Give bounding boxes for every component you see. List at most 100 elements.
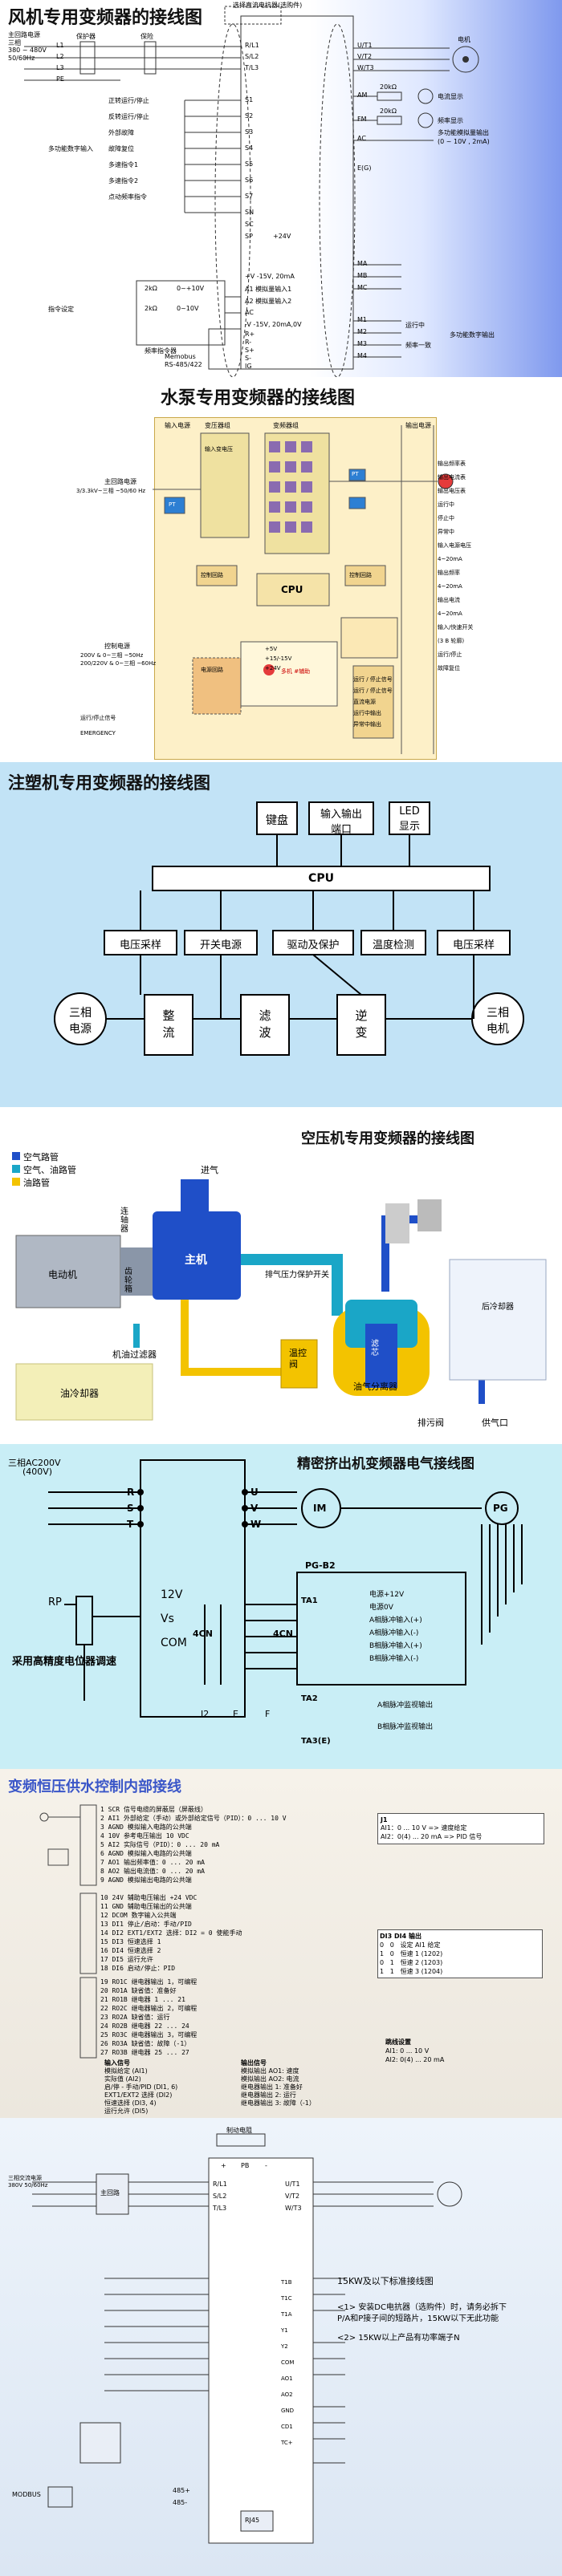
ta2-label: TA2: [301, 1694, 318, 1703]
pump-bottom-2: 运行 / 停止信号: [353, 688, 393, 694]
input-1: 正转运行/停止: [108, 97, 149, 104]
pump-cpu: CPU: [281, 584, 303, 595]
row-desc: 实际信号（PID）：0 ... 20 mA: [123, 1841, 220, 1848]
di-cell: 1: [389, 1959, 394, 1966]
di-cell: 恒速 3 (1204): [400, 1968, 443, 1975]
input-group-label: 多功能数字输入: [48, 145, 93, 152]
input-4: 故障复位: [108, 145, 134, 152]
row-desc: 继电器输出 2，可编程: [131, 2005, 198, 2012]
row-term: 10V: [108, 1832, 120, 1840]
panel6-title: 变频恒压供水控制内部接线: [8, 1779, 181, 1795]
row-num: 1: [100, 1806, 104, 1813]
row-term: RO1A: [112, 1987, 128, 1994]
out-item: 继电器输出 2: 运行: [241, 2091, 296, 2099]
freq-term-1: +V -15V, 20mA: [245, 273, 295, 280]
row-term: RO2C: [112, 2005, 128, 2012]
ac-term: AC: [357, 135, 366, 142]
row-term: DI4: [112, 1947, 124, 1954]
out-signal-list: 输出信号 模拟输出 AO1: 速度 模拟输出 AO2: 电流 继电器输出 1: …: [241, 2059, 316, 2107]
motor-label: 电机: [458, 36, 470, 43]
temp-detect: 温度检测: [372, 939, 414, 951]
row-num: 16: [100, 1947, 108, 1954]
row-term: RO3C: [112, 2031, 128, 2038]
pump-run-label: 运行/停止信号: [80, 715, 116, 721]
row-9: 9 AGND 模拟输出电路的公共端: [100, 1876, 365, 1884]
pump-right-8: 4~20mA: [438, 556, 462, 562]
pump-wiring-diagram: [153, 425, 454, 754]
input-7: 点动频率指令: [108, 193, 147, 201]
drain-label: 排污阀: [417, 1418, 444, 1428]
note-num: <2>: [337, 2334, 356, 2343]
row-8: 8 AO2 输出电流值：0 ... 20 mA: [100, 1867, 365, 1876]
p7-side: TC+: [281, 2440, 293, 2446]
legend-oil: 油路管: [12, 1177, 76, 1190]
relay-label-2: 频率一致: [405, 342, 431, 349]
jumper-setting-1: AI1: 0 ... 10 V: [385, 2047, 430, 2055]
legend-air: 空气路管: [12, 1151, 76, 1164]
s7: S7: [245, 193, 254, 200]
di-cell: 恒速 2 (1203): [400, 1959, 443, 1966]
p7-side: Y2: [281, 2343, 288, 2350]
row-num: 15: [100, 1938, 108, 1945]
jumper-box-p6: J1 AI1：0 ... 10 V => 速度给定 AI2：0(4) ... 2…: [377, 1813, 544, 1844]
row-num: 5: [100, 1841, 104, 1848]
row-term: RO2A: [112, 2014, 128, 2021]
row-num: 7: [100, 1859, 104, 1866]
sp-label: +24V: [273, 233, 291, 240]
p7-right-title: 15KW及以下标准接线图: [337, 2276, 434, 2286]
panel4-title: 空压机专用变频器的接线图: [301, 1130, 474, 1147]
p7-side: AO1: [281, 2375, 293, 2382]
row-desc: 缺省值：运行: [131, 2014, 170, 2021]
row-term: RO3A: [112, 2040, 128, 2047]
row-num: 24: [100, 2022, 108, 2030]
p7-terms-in: R/L1 S/L2 T/L3: [213, 2178, 227, 2214]
term-t-p5: T: [127, 1519, 134, 1530]
panel-standard-wiring: 制动电阻 三相交流电源 380V 50/60Hz 主回路 R/L1 S/L2 T…: [0, 2118, 562, 2576]
pump-header-1: 输入电源: [165, 422, 190, 429]
row-desc: 输出频率值：0 ... 20 mA: [123, 1859, 205, 1866]
legend-oil-swatch: [12, 1178, 20, 1186]
row-term: DI3: [112, 1938, 124, 1945]
row-num: 13: [100, 1921, 108, 1928]
pump-bottom-list: 运行 / 停止信号 运行 / 停止信号 直流电源 运行中输出 异常中输出: [353, 674, 393, 730]
card-out-2: B相脉冲监视输出: [377, 1723, 434, 1731]
pump-bottom-3: 直流电源: [353, 699, 376, 705]
power-spec-1: 三相: [8, 39, 21, 47]
term-w-p5: W: [250, 1519, 262, 1530]
row-term: DI2: [112, 1929, 124, 1937]
s6: S6: [245, 176, 254, 184]
row-term: DI5: [112, 1956, 124, 1963]
after-cooler-label: 后冷却器: [482, 1303, 514, 1312]
pot-caption: 采用高精度电位器调速: [12, 1656, 117, 1668]
row-num: 6: [100, 1850, 104, 1857]
row-desc: 继电器 1 ... 21: [131, 1996, 185, 2003]
row-16: 16 DI4 恒速选择 2: [100, 1946, 365, 1955]
row-18: 18 DI6 启动/停止：PID: [100, 1964, 365, 1973]
p7-term: V/T2: [285, 2193, 300, 2200]
s1: S1: [245, 96, 254, 103]
temp-valve-label: 温控阀: [289, 1348, 307, 1369]
row-term: SCR: [108, 1806, 120, 1813]
out-item: 模拟输出 AO1: 速度: [241, 2067, 299, 2075]
p7-side: T1B: [281, 2279, 292, 2286]
row-num: 12: [100, 1912, 108, 1919]
row-14: 14 DI2 EXT1/EXT2 选择：DI2 = 0 使能手动: [100, 1929, 365, 1937]
out-item: 继电器输出 1: 准备好: [241, 2083, 303, 2091]
p7-terms-out: U/T1 V/T2 W/T3: [285, 2178, 302, 2214]
row-num: 25: [100, 2031, 108, 2038]
fm-term: FM: [357, 116, 367, 123]
out-item: 模拟输出 AO2: 电流: [241, 2075, 299, 2083]
air-out-label: 供气口: [482, 1418, 508, 1428]
panel-fan-inverter: 风机专用变频器的接线图: [0, 0, 562, 377]
panel-air-compressor: 空压机专用变频器的接线图 空气路管 空气、油路管 油路管 进气 电动机 齿轮箱: [0, 1107, 562, 1444]
jumper-settings: 跳线设置 AI1: 0 ... 10 V AI2: 0(4) ... 20 mA: [385, 2038, 444, 2064]
panel-pump-inverter: 水泵专用变频器的接线图: [0, 377, 562, 762]
row-23: 23 RO2A 缺省值：运行: [100, 2013, 365, 2022]
input-6: 多速指令2: [108, 177, 139, 185]
motor-label-p4: 电动机: [48, 1269, 78, 1280]
p7-side: Y1: [281, 2327, 288, 2334]
three-phase-source: 三相 电源: [69, 1007, 92, 1036]
legend-oil-label: 油路管: [23, 1178, 50, 1188]
led-display-box: LED 显示: [398, 805, 420, 833]
p7-plus: +: [221, 2162, 226, 2169]
